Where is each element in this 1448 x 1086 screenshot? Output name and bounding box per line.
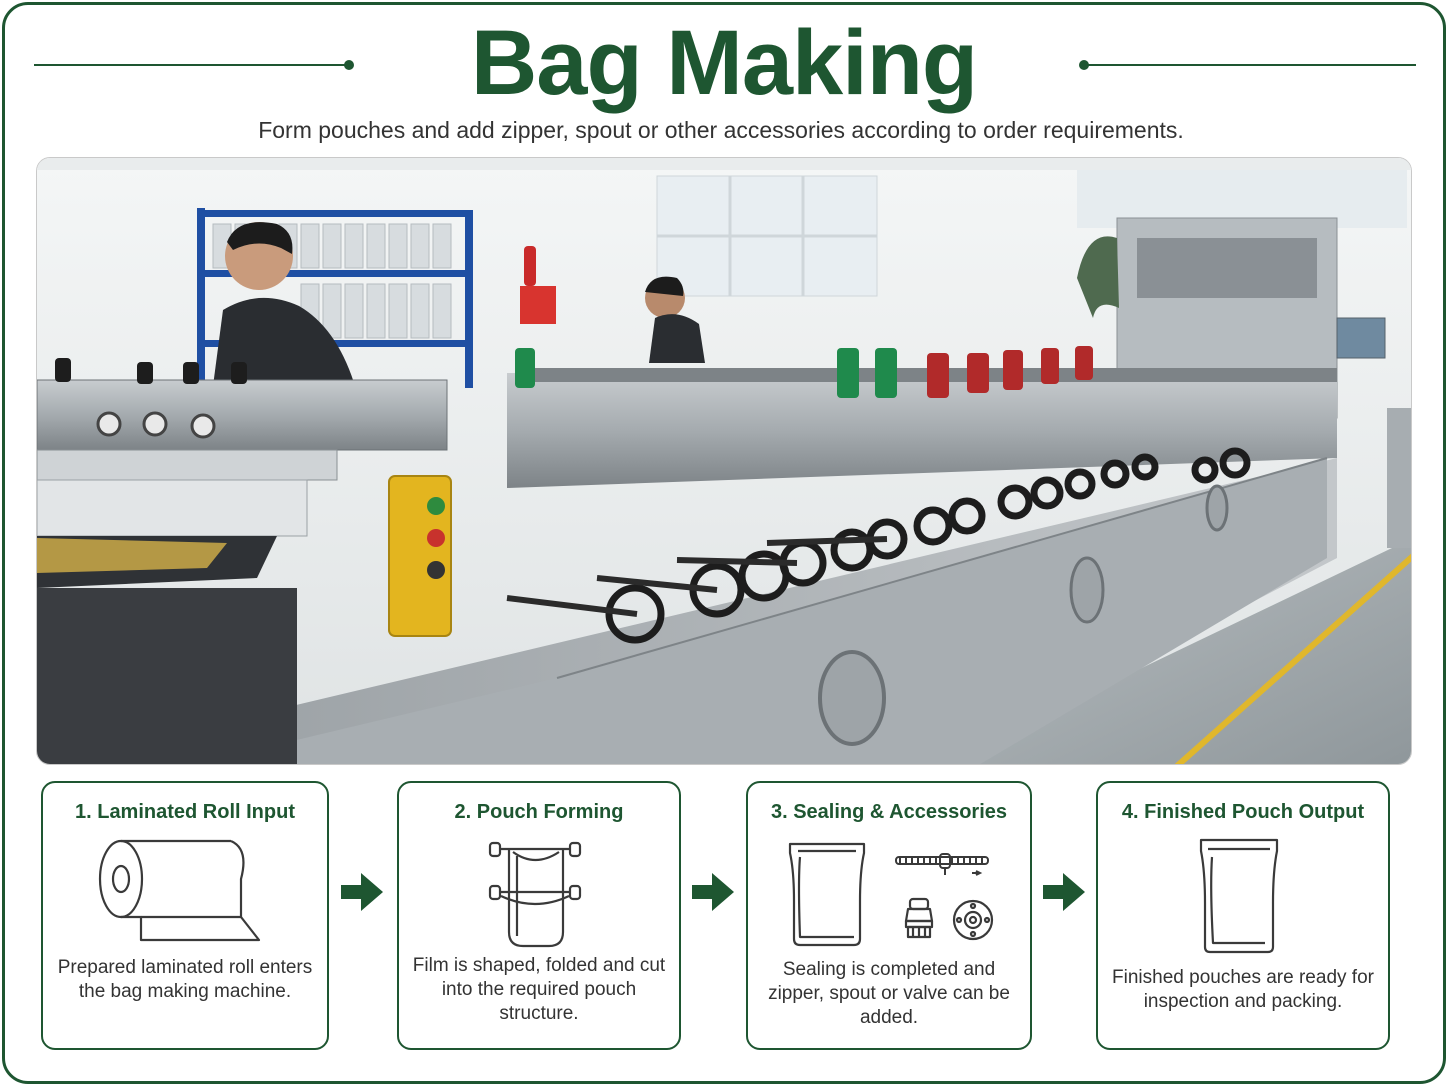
stand-up-pouch-icon [788,842,866,947]
page-subtitle: Form pouches and add zipper, spout or ot… [258,117,1184,143]
title-rule-dot-right [1079,60,1089,70]
step-card-laminated-roll-input: 1. Laminated Roll Input Prepared laminat… [41,781,329,1050]
step-card-sealing-accessories: 3. Sealing & Accessories [746,781,1032,1050]
step-title: 2. Pouch Forming [454,801,624,823]
step-title: 4. Finished Pouch Output [1121,801,1365,823]
step-title: 1. Laminated Roll Input [74,801,295,823]
valve-icon [952,899,994,941]
page-title: Bag Making [470,12,978,114]
arrow-right-icon [341,873,383,911]
title-rule-right [1086,64,1416,66]
step-description: Sealing is completed and zipper, spout o… [768,959,1010,1028]
finished-pouch-icon [1199,838,1279,954]
step-description: Film is shaped, folded and cut into the … [412,955,666,1024]
arrow-right-icon [692,873,734,911]
film-roll-icon [98,839,261,942]
zipper-icon [895,853,989,876]
title-rule-dot-left [344,60,354,70]
pouch-forming-icon [488,841,582,948]
arrow-right-icon [1043,873,1085,911]
step-description: Finished pouches are ready for inspectio… [1112,967,1374,1012]
step-card-pouch-forming: 2. Pouch Forming Film is shaped, folded … [397,781,681,1050]
step-title: 3. Sealing & Accessories [770,801,1008,823]
spout-icon [904,897,934,939]
factory-photo [36,157,1412,765]
bag-making-machine-illustration [37,158,1411,764]
title-rule-left [34,64,346,66]
step-card-finished-pouch-output: 4. Finished Pouch Output Finished pouche… [1096,781,1390,1050]
step-description: Prepared laminated roll enters the bag m… [57,957,313,1002]
